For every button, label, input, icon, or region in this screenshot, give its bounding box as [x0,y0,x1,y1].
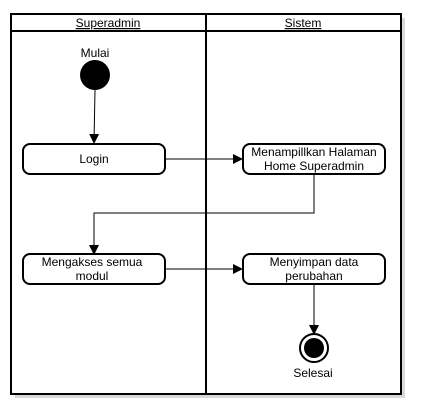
activity-login [22,143,166,175]
lane-header-sistem: Sistem [285,16,322,30]
flow-start-to-login [89,89,100,144]
activity-home [242,143,386,175]
end-label: Selesai [293,366,332,380]
end-node-core [304,338,324,358]
activity-akses-label-line2: modul [76,269,109,283]
lane-header-superadmin: Superadmin [76,16,141,30]
start-node [80,60,110,90]
activity-simpan-label-line1: Menyimpan data [270,255,359,269]
start-label: Mulai [81,46,110,60]
activity-login-label: Login [79,152,108,166]
activity-simpan-label-line2: perubahan [285,269,342,283]
activity-home-label-line2: Home Superadmin [264,159,364,173]
flow-home-to-akses [89,174,315,255]
activity-akses [22,253,166,285]
activity-akses-label-line1: Mengakses semua [42,255,143,269]
activity-home-label-line1: Menampillkan Halaman [251,145,376,159]
activity-simpan [242,253,386,285]
